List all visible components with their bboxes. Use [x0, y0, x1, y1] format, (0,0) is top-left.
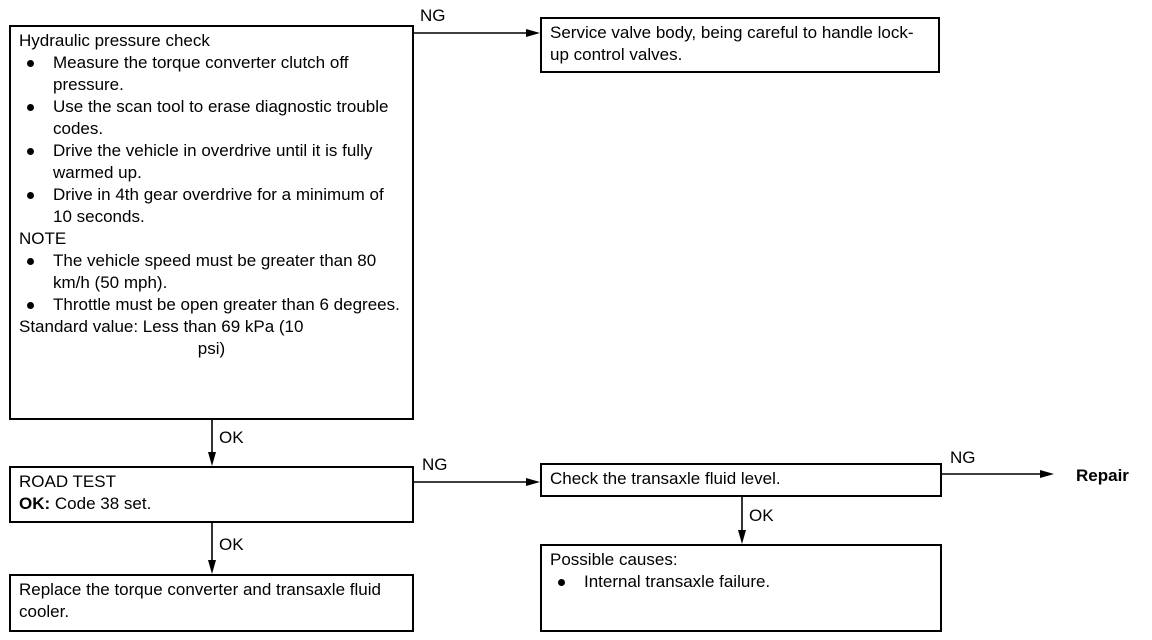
- check-fluid-level-box: Check the transaxle fluid level.: [540, 463, 942, 497]
- ok-label-hydraulic: OK: [219, 428, 244, 447]
- standard-value: Standard value: Less than 69 kPa (10: [19, 317, 304, 336]
- arrow-head: [526, 29, 540, 37]
- ok-result-text: Code 38 set.: [54, 494, 152, 513]
- possible-causes-box: Possible causes: Internal transaxle fail…: [540, 544, 942, 632]
- ok-label-road-test: OK: [219, 535, 244, 554]
- hydraulic-pressure-check-box: Hydraulic pressure check Measure the tor…: [9, 25, 414, 420]
- arrow-head: [738, 530, 746, 544]
- replace-text: Replace the torque converter and transax…: [19, 580, 381, 621]
- cause-item: Internal transaxle failure.: [550, 571, 932, 593]
- ok-result-label: OK:: [19, 494, 51, 513]
- service-valve-box: Service valve body, being careful to han…: [540, 17, 940, 73]
- note-item: The vehicle speed must be greater than 8…: [19, 250, 404, 294]
- step-item: Drive the vehicle in overdrive until it …: [19, 140, 404, 184]
- road-test-box: ROAD TEST OK: Code 38 set.: [9, 466, 414, 523]
- hydraulic-notes: The vehicle speed must be greater than 8…: [19, 250, 404, 316]
- fluid-level-text: Check the transaxle fluid level.: [550, 469, 781, 488]
- note-label: NOTE: [19, 229, 67, 248]
- step-item: Measure the torque converter clutch off …: [19, 52, 404, 96]
- road-test-title: ROAD TEST: [19, 472, 116, 491]
- ok-label-fluid-level: OK: [749, 506, 774, 525]
- hydraulic-title: Hydraulic pressure check: [19, 31, 210, 50]
- arrow-head: [1040, 470, 1054, 478]
- arrow-head: [208, 452, 216, 466]
- possible-causes-title: Possible causes:: [550, 550, 678, 569]
- note-item: Throttle must be open greater than 6 deg…: [19, 294, 404, 316]
- arrow-head: [208, 560, 216, 574]
- ng-label-road-test: NG: [422, 455, 448, 474]
- possible-causes-list: Internal transaxle failure.: [550, 571, 932, 593]
- standard-value-cont: psi): [197, 339, 226, 358]
- step-item: Drive in 4th gear overdrive for a minimu…: [19, 184, 404, 228]
- repair-label: Repair: [1076, 466, 1129, 485]
- service-valve-text: Service valve body, being careful to han…: [550, 23, 914, 64]
- hydraulic-steps: Measure the torque converter clutch off …: [19, 52, 404, 228]
- ng-label-fluid-level: NG: [950, 448, 976, 467]
- replace-box: Replace the torque converter and transax…: [9, 574, 414, 632]
- road-test-result: OK: Code 38 set.: [19, 493, 404, 515]
- arrow-head: [526, 478, 540, 486]
- step-item: Use the scan tool to erase diagnostic tr…: [19, 96, 404, 140]
- ng-label-hydraulic: NG: [420, 6, 446, 25]
